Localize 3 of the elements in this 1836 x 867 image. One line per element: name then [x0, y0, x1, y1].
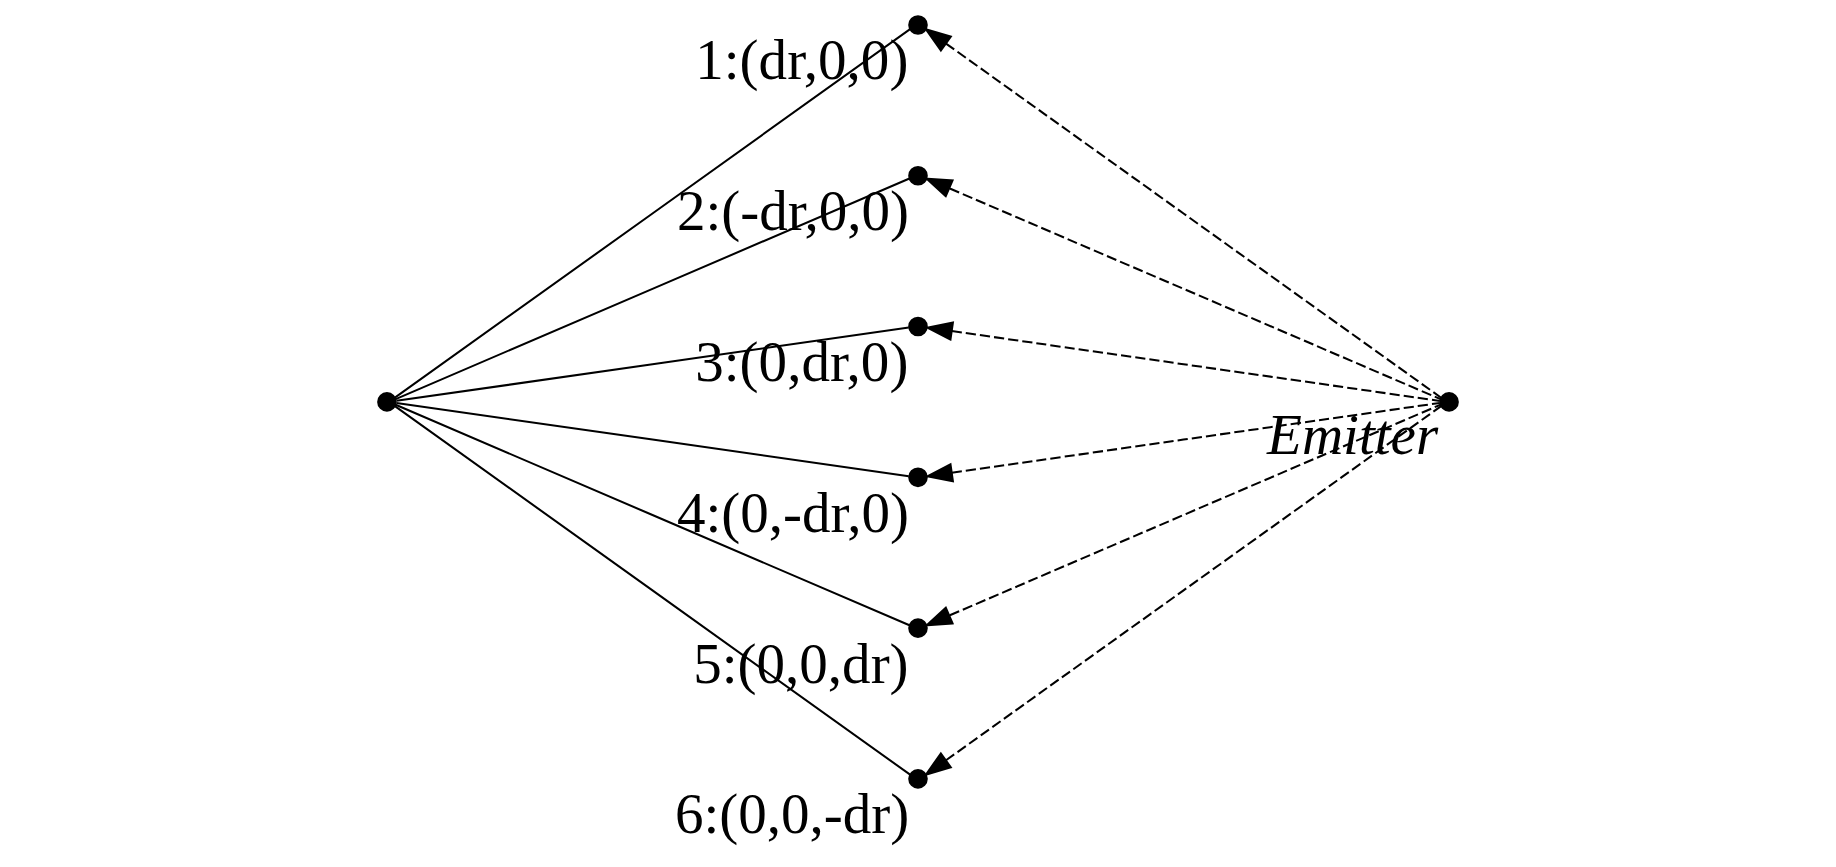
- node-label: 4:(0,-dr,0): [676, 480, 910, 544]
- node-label: 6:(0,0,-dr): [674, 782, 910, 846]
- node-label: 3:(0,dr,0): [695, 329, 909, 393]
